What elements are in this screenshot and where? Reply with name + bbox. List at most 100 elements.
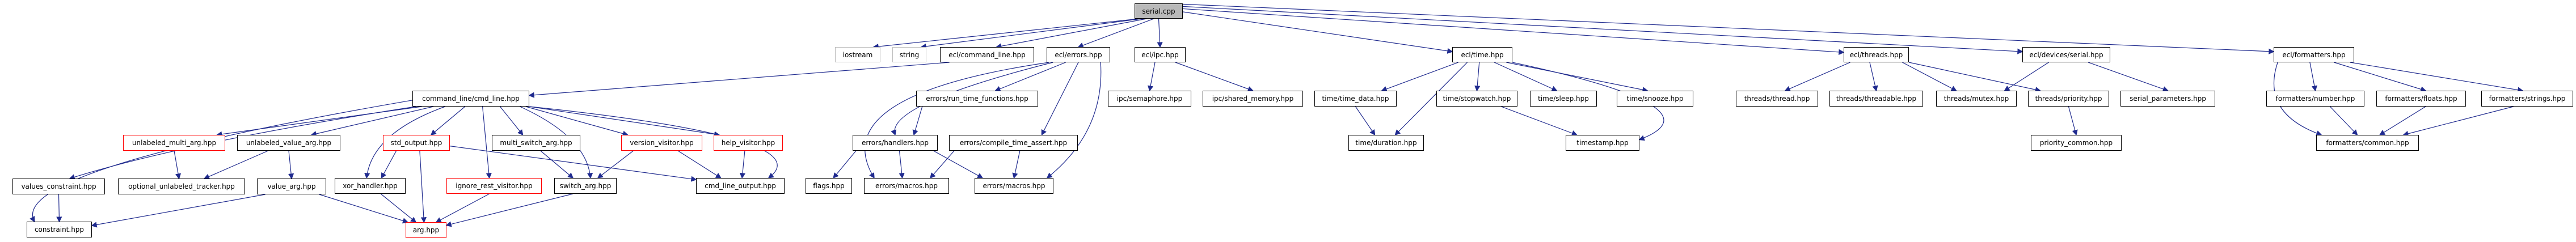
node-values-constraint[interactable]: values_constraint.hpp	[12, 179, 105, 194]
edge-help_visitor-to-cmd_line_output	[739, 150, 746, 179]
node-ecl-formatters[interactable]: ecl/formatters.hpp	[2274, 47, 2354, 62]
edge-ecl_time-to-duration	[1394, 62, 1468, 136]
edge-ecl_errors-to-errors_macros_b	[1046, 62, 1102, 179]
node-mutex[interactable]: threads/mutex.hpp	[1936, 91, 2017, 107]
node-cmd-line-output[interactable]: cmd_line_output.hpp	[696, 178, 785, 194]
node-handlers[interactable]: errors/handlers.hpp	[853, 135, 938, 151]
node-serial-parameters[interactable]: serial_parameters.hpp	[2120, 91, 2215, 107]
node-ecl-ipc[interactable]: ecl/ipc.hpp	[1135, 47, 1186, 62]
edge-ecl_threads-to-mutex	[1902, 62, 1957, 91]
edge-std_output-to-arg	[419, 150, 427, 223]
edge-cmd_line-to-version_visitor	[525, 106, 629, 137]
edge-cmd_line-to-unlabeled_multi	[216, 106, 422, 137]
node-unlabeled-value[interactable]: unlabeled_value_arg.hpp	[237, 135, 340, 151]
node-thread[interactable]: threads/thread.hpp	[1736, 91, 1818, 107]
edge-ecl_command_line-to-cmd_line	[528, 62, 950, 98]
edges-group	[29, 3, 2524, 228]
edge-ignore_rest-to-arg	[435, 193, 490, 223]
edge-xor_handler-to-arg	[380, 193, 417, 223]
node-cmd-line[interactable]: command_line/cmd_line.hpp	[412, 91, 529, 107]
edge-ecl_formatters-to-fmt_number	[2309, 62, 2317, 92]
edge-stopwatch-to-timestamp	[1501, 106, 1578, 136]
edge-serial_cpp-to-ecl_formatters	[1182, 3, 2275, 54]
edge-value_arg-to-arg	[319, 194, 409, 224]
edge-time_data-to-duration	[1355, 106, 1376, 136]
node-time-data[interactable]: time/time_data.hpp	[1314, 91, 1397, 107]
node-compile-time-assert[interactable]: errors/compile_time_assert.hpp	[949, 135, 1078, 151]
node-switch-arg[interactable]: switch_arg.hpp	[554, 178, 617, 194]
node-run-time-functions[interactable]: errors/run_time_functions.hpp	[916, 91, 1038, 107]
node-value-arg[interactable]: value_arg.hpp	[257, 179, 326, 194]
node-fmt-number[interactable]: formatters/number.hpp	[2266, 91, 2364, 107]
edge-serial_cpp-to-ecl_threads	[1182, 8, 1845, 55]
node-unlabeled-multi[interactable]: unlabeled_multi_arg.hpp	[123, 135, 225, 151]
edge-version_visitor-to-cmd_line_output	[677, 150, 722, 179]
edge-cmd_line-to-ignore_rest	[482, 106, 492, 179]
edge-ecl_time-to-stopwatch	[1474, 62, 1481, 92]
node-timestamp[interactable]: timestamp.hpp	[1566, 135, 1639, 151]
node-help-visitor[interactable]: help_visitor.hpp	[714, 135, 783, 151]
edge-ecl_errors-to-compile_time_assert	[1041, 62, 1079, 136]
node-ipc-semaphore[interactable]: ipc/semaphore.hpp	[1108, 91, 1191, 107]
node-ecl-threads[interactable]: ecl/threads.hpp	[1844, 47, 1909, 62]
node-ecl-command-line[interactable]: ecl/command_line.hpp	[940, 47, 1034, 62]
node-multi-switch[interactable]: multi_switch_arg.hpp	[492, 135, 580, 151]
edge-ecl_time-to-sleep	[1494, 62, 1558, 92]
edge-compile_time_assert-to-errors_macros_b	[1012, 150, 1021, 179]
node-errors-macros-a[interactable]: errors/macros.hpp	[864, 178, 949, 194]
node-priority[interactable]: threads/priority.hpp	[2028, 91, 2109, 107]
edge-version_visitor-to-switch_arg	[597, 150, 634, 179]
edge-cmd_line-to-unlabeled_value	[310, 106, 434, 137]
node-version-visitor[interactable]: version_visitor.hpp	[621, 135, 702, 151]
node-std-output[interactable]: std_output.hpp	[383, 135, 450, 151]
node-threadable[interactable]: threads/threadable.hpp	[1829, 91, 1923, 107]
node-string[interactable]: string	[892, 47, 926, 62]
edge-fmt_strings-to-fmt_common	[2402, 106, 2514, 137]
node-iostream[interactable]: iostream	[835, 47, 880, 62]
node-fmt-common[interactable]: formatters/common.hpp	[2316, 135, 2419, 151]
node-constraint[interactable]: constraint.hpp	[27, 222, 92, 237]
edge-multi_switch-to-switch_arg	[540, 150, 574, 179]
edge-ecl_errors-to-errors_macros_a	[865, 62, 1049, 179]
node-ecl-time[interactable]: ecl/time.hpp	[1452, 47, 1512, 62]
node-serial-cpp: serial.cpp	[1135, 3, 1183, 19]
edge-ecl_errors-to-run_time_functions	[994, 62, 1066, 92]
edge-ecl_threads-to-thread	[1784, 62, 1850, 92]
edge-serial_cpp-to-ecl_devices_serial	[1182, 6, 2023, 54]
edge-unlabeled_value-to-optional_tracker	[203, 150, 268, 180]
edge-cmd_line-to-help_visitor	[529, 106, 720, 137]
node-flags[interactable]: flags.hpp	[806, 178, 852, 194]
edge-priority-to-priority_common	[2068, 106, 2078, 136]
edge-ecl_devices_serial-to-mutex	[2004, 62, 2049, 91]
node-stopwatch[interactable]: time/stopwatch.hpp	[1436, 91, 1517, 107]
edge-fmt_floats-to-fmt_common	[2379, 106, 2426, 135]
edge-fmt_number-to-fmt_common	[2330, 106, 2358, 136]
node-sleep[interactable]: time/sleep.hpp	[1530, 91, 1597, 107]
edge-ecl_formatters-to-fmt_floats	[2334, 62, 2427, 92]
node-fmt-strings[interactable]: formatters/strings.hpp	[2481, 91, 2573, 107]
node-optional-tracker[interactable]: optional_unlabeled_tracker.hpp	[118, 179, 245, 194]
node-ignore-rest[interactable]: ignore_rest_visitor.hpp	[446, 178, 542, 194]
node-xor-handler[interactable]: xor_handler.hpp	[335, 178, 406, 194]
node-errors-macros-b[interactable]: errors/macros.hpp	[975, 178, 1053, 194]
edge-values_constraint-to-constraint	[56, 194, 62, 223]
node-fmt-floats[interactable]: formatters/floats.hpp	[2376, 91, 2466, 107]
edge-serial_cpp-to-ecl_time	[1182, 11, 1453, 54]
node-snooze[interactable]: time/snooze.hpp	[1617, 91, 1693, 107]
node-priority-common[interactable]: priority_common.hpp	[2031, 135, 2122, 151]
edge-ecl_ipc-to-ipc_shared_memory	[1175, 62, 1254, 92]
edge-ecl_threads-to-priority	[1908, 62, 2041, 93]
edge-serial_cpp-to-ecl_command_line	[996, 18, 1147, 49]
edge-handlers-to-flags	[833, 150, 857, 179]
edge-ecl_time-to-time_data	[1381, 62, 1458, 92]
node-ecl-errors[interactable]: ecl/errors.hpp	[1047, 47, 1110, 62]
edge-std_output-to-xor_handler	[381, 150, 397, 179]
node-ecl-devices-serial[interactable]: ecl/devices/serial.hpp	[2022, 47, 2110, 62]
edge-ecl_formatters-to-fmt_strings	[2350, 62, 2524, 93]
node-arg[interactable]: arg.hpp	[406, 222, 446, 238]
node-duration[interactable]: time/duration.hpp	[1348, 135, 1424, 151]
edge-serial_cpp-to-string	[920, 18, 1142, 49]
node-ipc-shared-memory[interactable]: ipc/shared_memory.hpp	[1203, 91, 1303, 107]
edge-serial_cpp-to-ecl_errors	[1077, 18, 1154, 48]
edge-serial_cpp-to-ecl_ipc	[1157, 18, 1163, 48]
